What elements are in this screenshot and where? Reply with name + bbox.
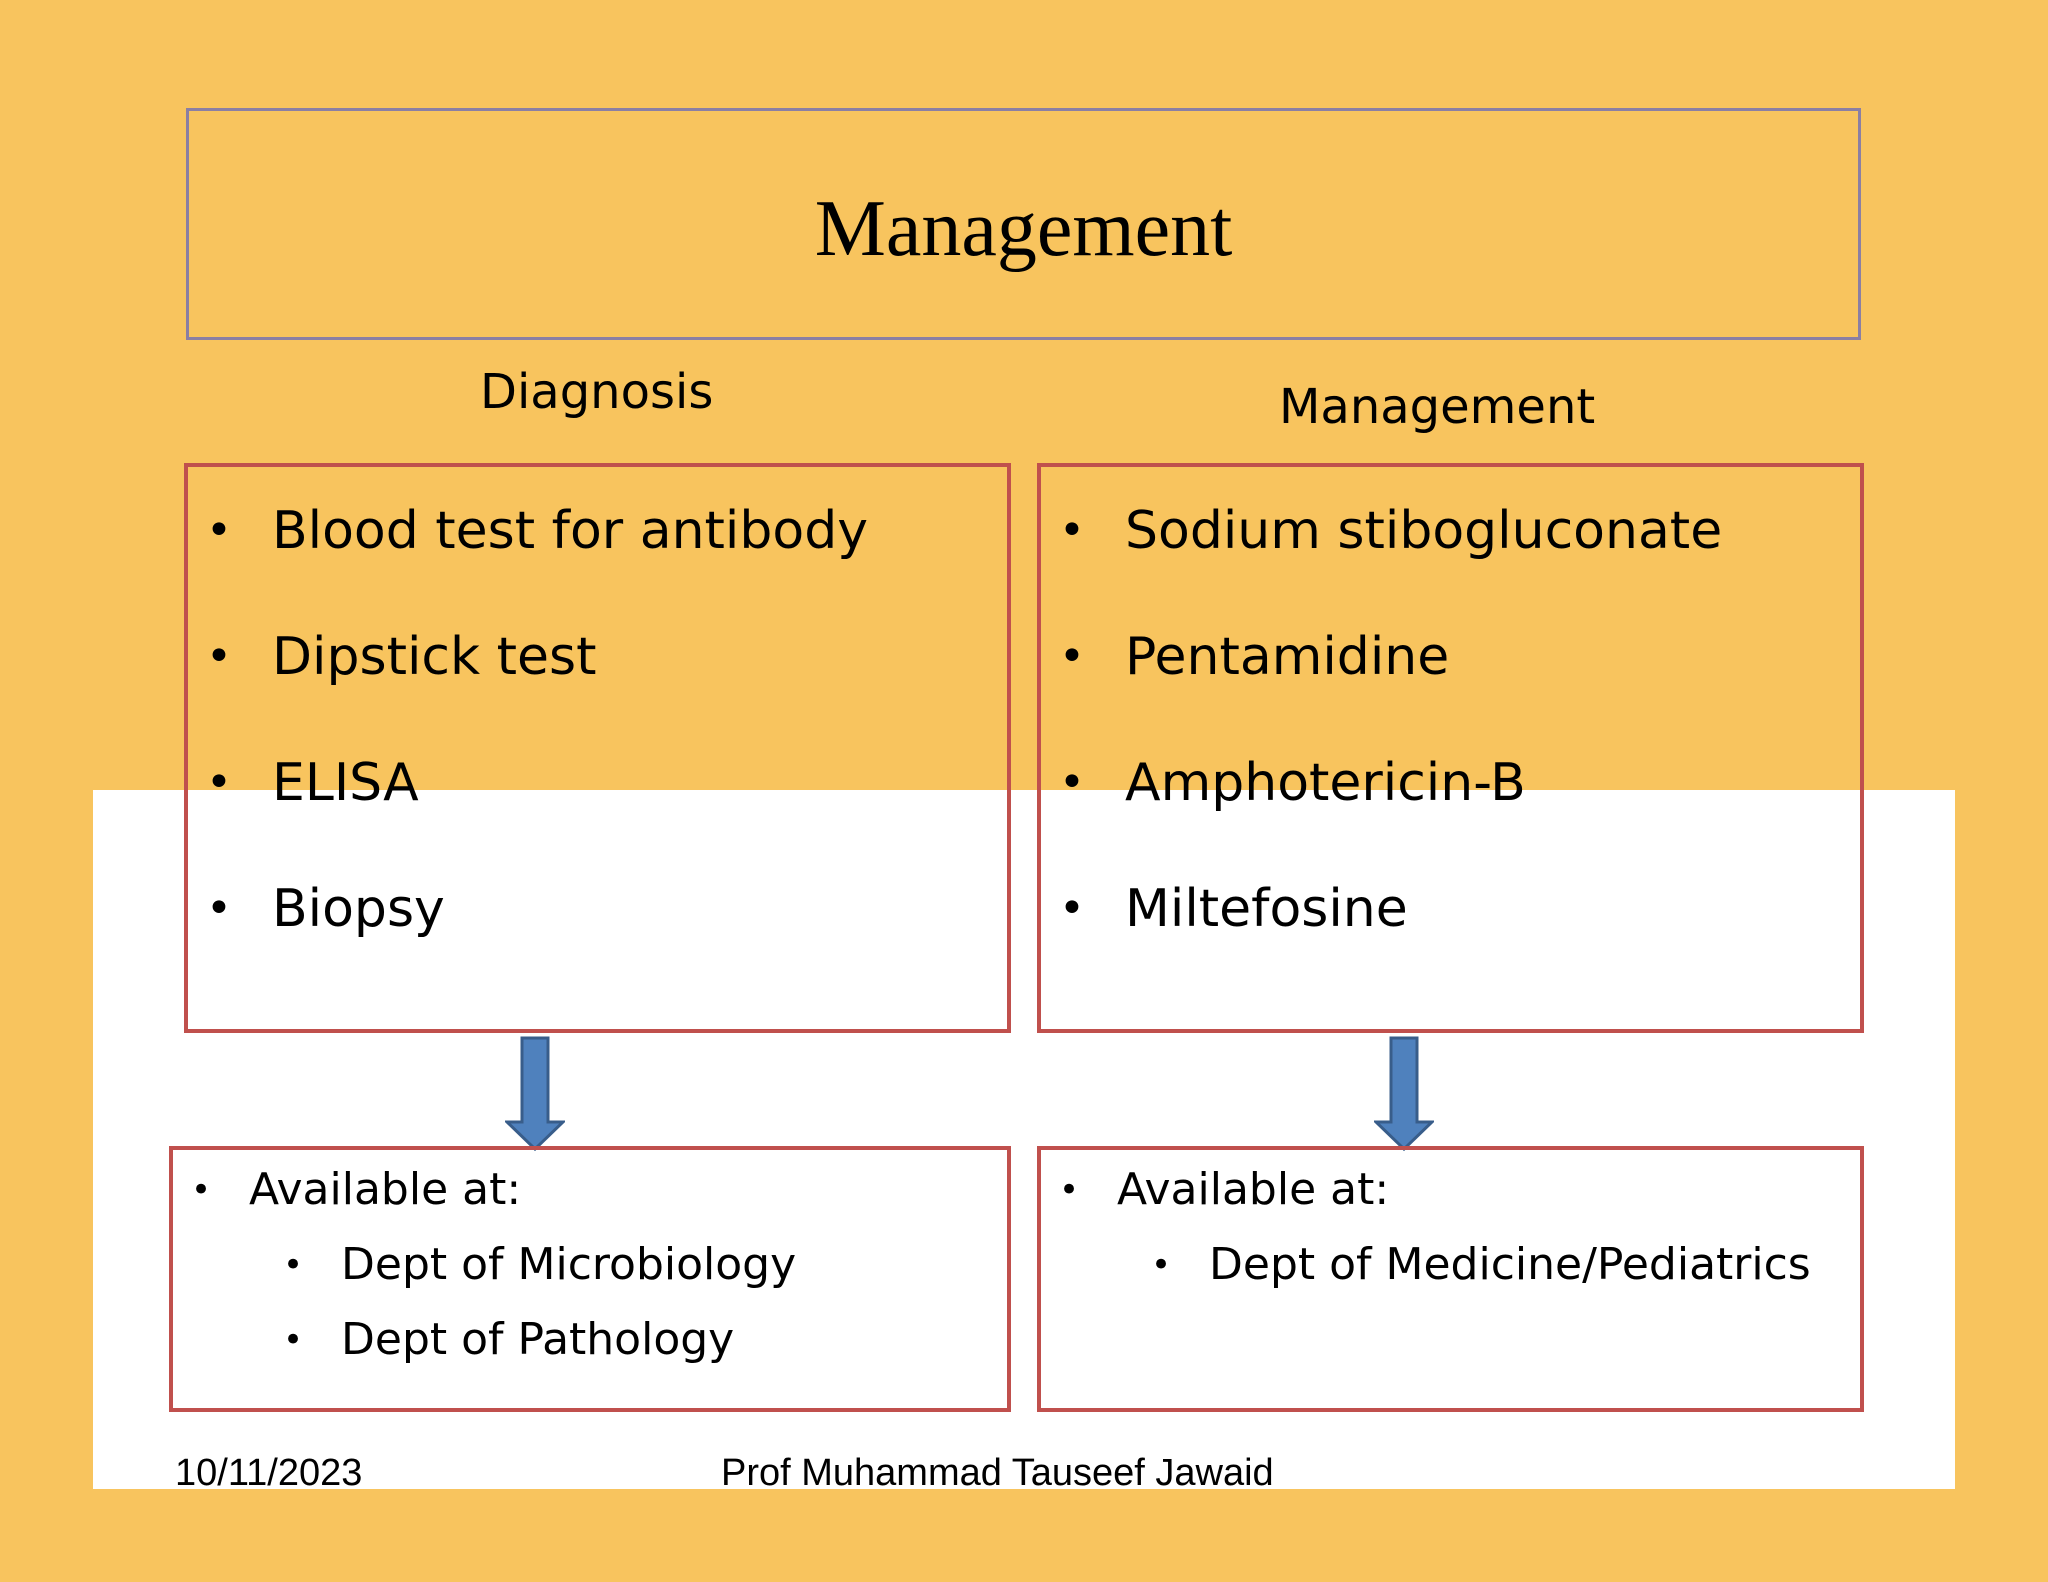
footer-author: Prof Muhammad Tauseef Jawaid [721, 1452, 1274, 1494]
footer-date: 10/11/2023 [175, 1452, 363, 1494]
list-item: •Sodium stibogluconate [1059, 505, 1722, 631]
list-item: •Dept of Pathology [191, 1318, 796, 1393]
bullet-icon: • [1059, 883, 1085, 934]
management-availability-box: •Available at: •Dept of Medicine/Pediatr… [1037, 1146, 1864, 1412]
list-item-text: Sodium stibogluconate [1125, 501, 1723, 561]
availability-place: Dept of Pathology [341, 1314, 735, 1365]
bullet-icon: • [206, 631, 232, 682]
list-item: •Dept of Microbiology [191, 1243, 796, 1318]
list-item: •Dipstick test [206, 631, 868, 757]
bullet-icon: • [283, 1245, 304, 1285]
management-box: •Sodium stibogluconate •Pentamidine •Amp… [1037, 463, 1864, 1033]
bullet-icon: • [1059, 505, 1085, 556]
management-heading: Management [1279, 379, 1596, 435]
list-item: •Dept of Medicine/Pediatrics [1059, 1243, 1811, 1318]
bullet-icon: • [1151, 1245, 1172, 1285]
list-item-text: ELISA [272, 753, 419, 813]
availability-place: Dept of Medicine/Pediatrics [1209, 1239, 1811, 1290]
availability-place: Dept of Microbiology [341, 1239, 797, 1290]
bullet-icon: • [206, 505, 232, 556]
diagnosis-heading: Diagnosis [480, 364, 714, 420]
list-item-text: Dipstick test [272, 627, 597, 687]
diagnosis-box: •Blood test for antibody •Dipstick test … [184, 463, 1011, 1033]
bullet-icon: • [1059, 1170, 1080, 1210]
title-box: Management [186, 108, 1861, 340]
bullet-icon: • [283, 1320, 304, 1360]
bullet-icon: • [191, 1170, 212, 1210]
bullet-icon: • [206, 757, 232, 808]
white-background-panel [93, 790, 1955, 1489]
bullet-icon: • [1059, 757, 1085, 808]
list-item: •ELISA [206, 757, 868, 883]
diagnosis-availability-box: •Available at: •Dept of Microbiology •De… [169, 1146, 1011, 1412]
list-item: •Available at: [1059, 1168, 1811, 1243]
down-arrow-icon [505, 1036, 565, 1152]
list-item: •Available at: [191, 1168, 796, 1243]
diagnosis-list: •Blood test for antibody •Dipstick test … [206, 505, 868, 1009]
bullet-icon: • [206, 883, 232, 934]
list-item: •Biopsy [206, 883, 868, 1009]
list-item: •Miltefosine [1059, 883, 1722, 1009]
availability-label: Available at: [249, 1164, 522, 1215]
bullet-icon: • [1059, 631, 1085, 682]
slide-title: Management [814, 185, 1233, 273]
list-item: •Amphotericin-B [1059, 757, 1722, 883]
list-item-text: Biopsy [272, 879, 445, 939]
list-item-text: Pentamidine [1125, 627, 1450, 687]
list-item: •Pentamidine [1059, 631, 1722, 757]
management-availability-list: •Available at: •Dept of Medicine/Pediatr… [1059, 1168, 1811, 1318]
availability-label: Available at: [1117, 1164, 1390, 1215]
list-item-text: Miltefosine [1125, 879, 1408, 939]
down-arrow-icon [1374, 1036, 1434, 1152]
list-item: •Blood test for antibody [206, 505, 868, 631]
list-item-text: Amphotericin-B [1125, 753, 1526, 813]
list-item-text: Blood test for antibody [272, 501, 868, 561]
management-list: •Sodium stibogluconate •Pentamidine •Amp… [1059, 505, 1722, 1009]
diagnosis-availability-list: •Available at: •Dept of Microbiology •De… [191, 1168, 796, 1393]
